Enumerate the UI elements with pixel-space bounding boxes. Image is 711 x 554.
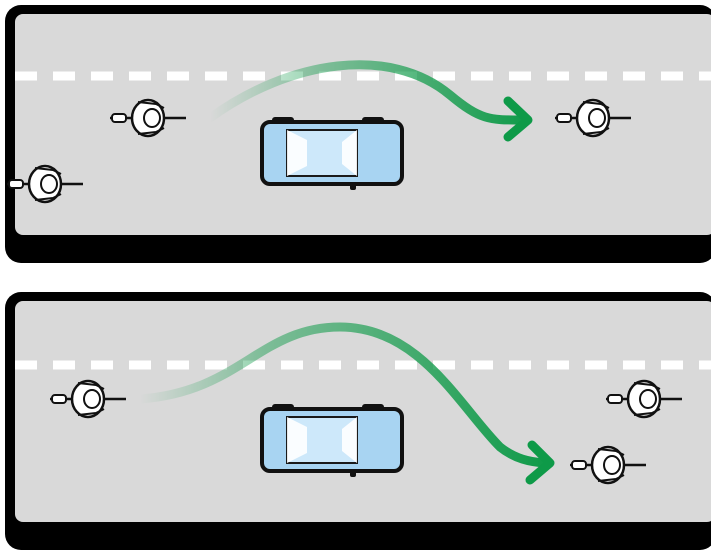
cyclist-icon (50, 379, 126, 419)
scenario-diagram-bottom (5, 292, 711, 550)
cyclist-icon (555, 98, 631, 138)
cyclist-icon (570, 445, 646, 485)
cyclist-icon (7, 164, 83, 204)
curved-arrow-icon (205, 60, 533, 142)
cyclist-icon (110, 98, 186, 138)
curved-arrow-icon (135, 322, 555, 485)
car-icon (260, 117, 404, 190)
scenario-diagram-top (5, 5, 711, 263)
scenario-panel-bottom (0, 287, 711, 554)
scenario-panel-top (0, 0, 711, 270)
car-icon (260, 404, 404, 477)
cyclist-icon (606, 379, 682, 419)
